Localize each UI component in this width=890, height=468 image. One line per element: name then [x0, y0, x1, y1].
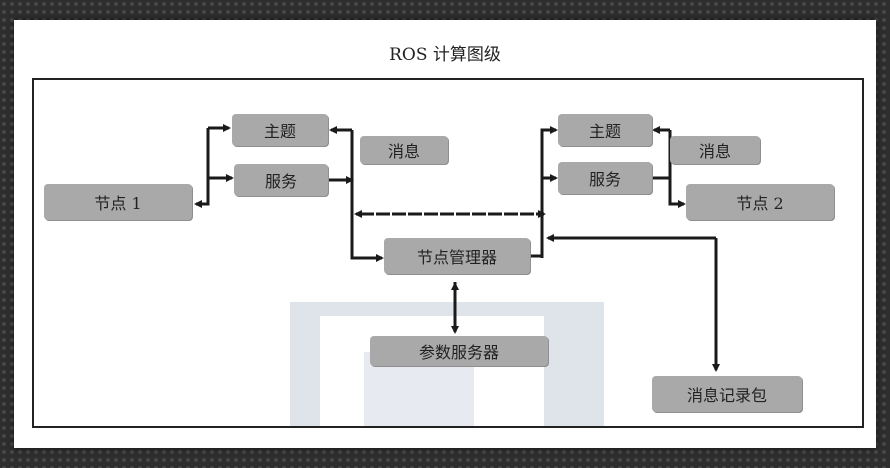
service-left-box: 服务 — [234, 164, 328, 196]
link-master-vertical-left — [350, 130, 384, 262]
watermark-top-bar — [290, 302, 604, 316]
master-box: 节点管理器 — [384, 238, 530, 274]
diagram-frame: 节点 1 主题 服务 消息 节点管理器 参数服务器 主题 服务 消息 节点 2 … — [32, 78, 864, 428]
service-right-box: 服务 — [558, 162, 652, 194]
message-right-box: 消息 — [670, 136, 760, 164]
topic-left-box: 主题 — [232, 114, 328, 146]
diagram-card: ROS 计算图级 — [14, 20, 876, 448]
watermark-left-bar — [290, 302, 320, 426]
param-server-box: 参数服务器 — [370, 336, 548, 366]
link-node1-topic-bracket — [194, 128, 210, 208]
link-master-vertical-right — [540, 126, 558, 258]
node1-box: 节点 1 — [44, 184, 192, 220]
topic-right-box: 主题 — [558, 114, 652, 146]
bag-box: 消息记录包 — [652, 376, 802, 412]
message-left-box: 消息 — [360, 136, 448, 164]
node2-box: 节点 2 — [686, 184, 834, 220]
diagram-title: ROS 计算图级 — [389, 45, 501, 65]
watermark-right-bar — [544, 302, 604, 426]
